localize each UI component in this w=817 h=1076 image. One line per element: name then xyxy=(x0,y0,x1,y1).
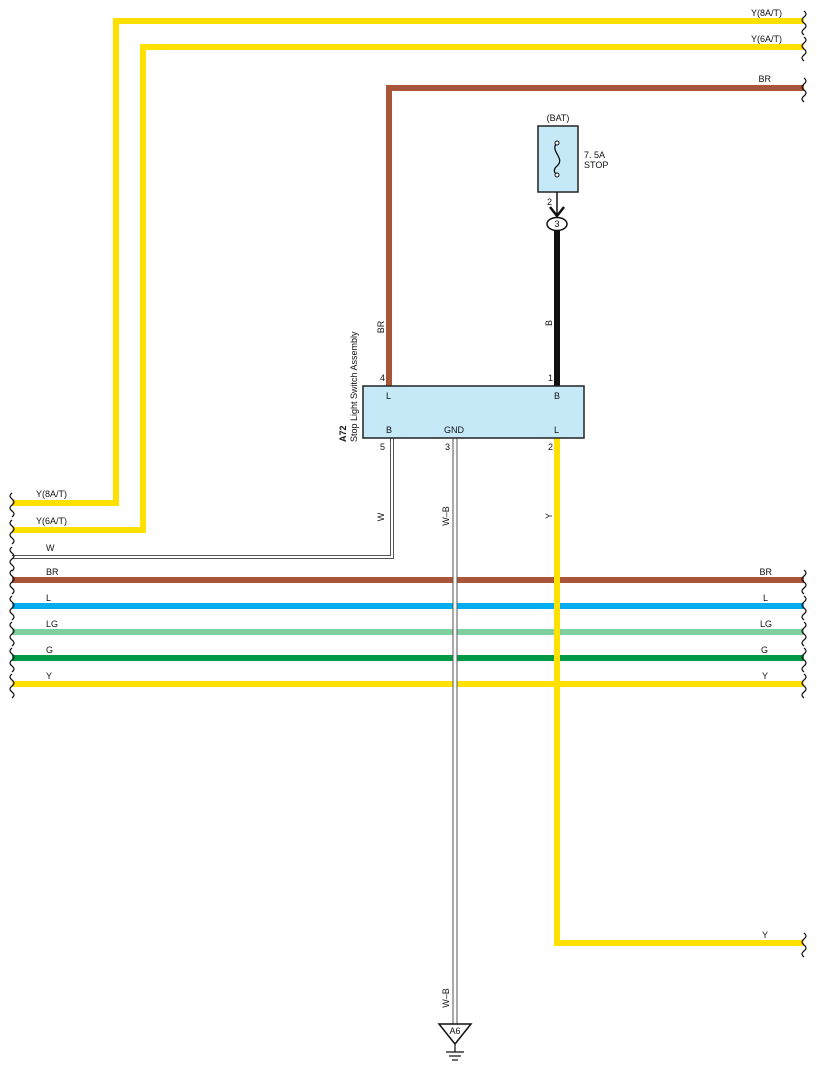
fuse-rating-label: 7. 5A xyxy=(584,150,605,160)
pin-number-1: 1 xyxy=(548,373,553,383)
pin-label-bottom-mid: GND xyxy=(444,425,465,435)
wire-label-y6at-top: Y(6A/T) xyxy=(751,34,782,44)
wire-label-y8at-left: Y(8A/T) xyxy=(36,489,67,499)
fuse-source-label: (BAT) xyxy=(547,113,570,123)
continuation-mark-icon xyxy=(801,621,807,647)
continuation-mark-icon xyxy=(9,519,15,545)
pin-number-3: 3 xyxy=(445,442,450,452)
fuse-top-dot xyxy=(554,140,560,146)
wire-label-bus-g-right: G xyxy=(761,645,768,655)
wire-label-y-bottom: Y xyxy=(762,930,768,940)
connector-arrow-icon xyxy=(549,206,565,219)
wire-label-bus-g-left: G xyxy=(46,645,53,655)
pin-label-bottom-right: L xyxy=(554,425,559,435)
ground-point-triangle xyxy=(437,1023,473,1046)
continuation-mark-icon xyxy=(801,932,807,958)
wire-label-bus-y-right: Y xyxy=(762,671,768,681)
wire-label-bus-br-left: BR xyxy=(46,567,59,577)
pin-number-5: 5 xyxy=(380,442,385,452)
pin-label-top-right: B xyxy=(554,391,560,401)
continuation-mark-icon xyxy=(801,10,807,36)
continuation-mark-icon xyxy=(801,569,807,595)
pin-label-top-left: L xyxy=(386,391,391,401)
pin-number-4: 4 xyxy=(380,373,385,383)
continuation-mark-icon xyxy=(9,647,15,673)
wire-label-bus-y-left: Y xyxy=(46,671,52,681)
continuation-mark-icon xyxy=(9,546,15,572)
wire-label-w-vertical: W xyxy=(376,512,386,521)
wire-label-br-vertical: BR xyxy=(376,320,386,333)
wire-label-bus-br-right: BR xyxy=(759,567,772,577)
continuation-mark-icon xyxy=(801,673,807,699)
continuation-mark-icon xyxy=(9,595,15,621)
pin-label-bottom-left: B xyxy=(386,425,392,435)
wire-label-y8at-top: Y(8A/T) xyxy=(751,8,782,18)
wire-label-w-left: W xyxy=(46,543,55,553)
continuation-mark-icon xyxy=(801,77,807,103)
wire-label-wb-vertical: W–B xyxy=(441,506,451,526)
wire-label-br-top: BR xyxy=(758,74,771,84)
junction-connector-label: 3 xyxy=(554,219,559,229)
wire-y-output xyxy=(554,438,804,946)
continuation-mark-icon xyxy=(801,36,807,62)
fuse-box xyxy=(537,125,579,193)
component-id: A72 xyxy=(338,425,348,442)
fuse-terminal-number: 2 xyxy=(547,197,552,207)
wire-label-bus-lg-right: LG xyxy=(760,619,772,629)
wire-y-6at-left-top xyxy=(12,44,804,533)
continuation-mark-icon xyxy=(9,569,15,595)
stop-light-switch-box xyxy=(362,385,585,439)
ground-point-label: A6 xyxy=(449,1026,460,1036)
fuse-bottom-dot xyxy=(554,172,560,178)
wire-label-y6at-left: Y(6A/T) xyxy=(36,516,67,526)
wire-label-bus-l-right: L xyxy=(763,593,768,603)
wire-label-bus-lg-left: LG xyxy=(46,619,58,629)
component-name: Stop Light Switch Assembly xyxy=(349,331,359,442)
wire-label-bus-l-left: L xyxy=(46,593,51,603)
wire-label-b-vertical: B xyxy=(544,320,554,326)
junction-connector xyxy=(546,216,568,232)
continuation-mark-icon xyxy=(9,492,15,518)
continuation-mark-icon xyxy=(9,673,15,699)
pin-number-2: 2 xyxy=(548,442,553,452)
wire-w xyxy=(12,438,393,558)
wire-label-wb-bottom: W–B xyxy=(441,988,451,1008)
continuation-mark-icon xyxy=(801,647,807,673)
continuation-mark-icon xyxy=(801,595,807,621)
wire-label-y-vertical: Y xyxy=(544,513,554,519)
wire-w-outline xyxy=(12,438,394,559)
fuse-name-label: STOP xyxy=(584,160,608,170)
continuation-mark-icon xyxy=(9,621,15,647)
wire-br-top xyxy=(386,85,804,386)
wire-y-8at-left-top xyxy=(12,18,804,506)
